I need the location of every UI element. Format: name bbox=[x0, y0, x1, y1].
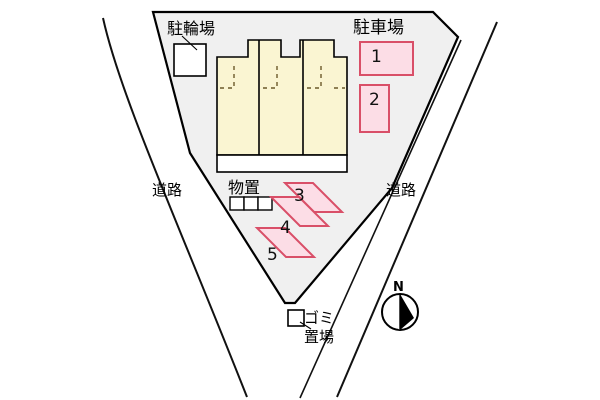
bicycle-parking-leader-line bbox=[181, 35, 198, 51]
south-parking-block bbox=[254, 182, 345, 258]
bicycle-parking-box bbox=[173, 43, 207, 77]
trash-area-leader-line bbox=[299, 321, 312, 330]
parking-stall-number-2: 2 bbox=[369, 90, 380, 110]
parking-stall-4[interactable] bbox=[268, 196, 331, 227]
parking-stall-number-4: 4 bbox=[280, 218, 291, 238]
trash-area-label-line1: ゴミ bbox=[304, 309, 335, 327]
storage-box-2 bbox=[243, 196, 259, 211]
parking-stall-number-3: 3 bbox=[294, 186, 305, 206]
car-parking-label: 駐車場 bbox=[353, 18, 404, 38]
road-right-outer-line bbox=[336, 21, 498, 398]
road-label-right: 道路 bbox=[386, 181, 417, 199]
storage-label: 物置 bbox=[228, 178, 261, 197]
bicycle-parking-label: 駐輪場 bbox=[167, 19, 216, 38]
trash-area-label-line2: 置場 bbox=[304, 328, 335, 346]
road-right-inner-line bbox=[299, 39, 462, 399]
parking-stall-number-1: 1 bbox=[371, 47, 382, 67]
compass-needle-black-half bbox=[400, 294, 414, 330]
storage-box-1 bbox=[229, 196, 245, 211]
parking-stall-2[interactable] bbox=[359, 84, 390, 133]
road-left-outer-line bbox=[102, 17, 248, 398]
compass-rose bbox=[381, 293, 419, 331]
parking-stall-5[interactable] bbox=[254, 227, 317, 258]
parking-stall-number-5: 5 bbox=[267, 245, 278, 265]
compass-needle-white-half bbox=[388, 294, 400, 330]
north-indicator-label: N bbox=[393, 280, 404, 295]
parking-stall-1[interactable] bbox=[359, 41, 414, 76]
building-balcony-strip bbox=[216, 154, 348, 173]
storage-box-3 bbox=[257, 196, 273, 211]
building-footprint bbox=[216, 39, 348, 156]
road-label-left: 道路 bbox=[152, 181, 183, 199]
